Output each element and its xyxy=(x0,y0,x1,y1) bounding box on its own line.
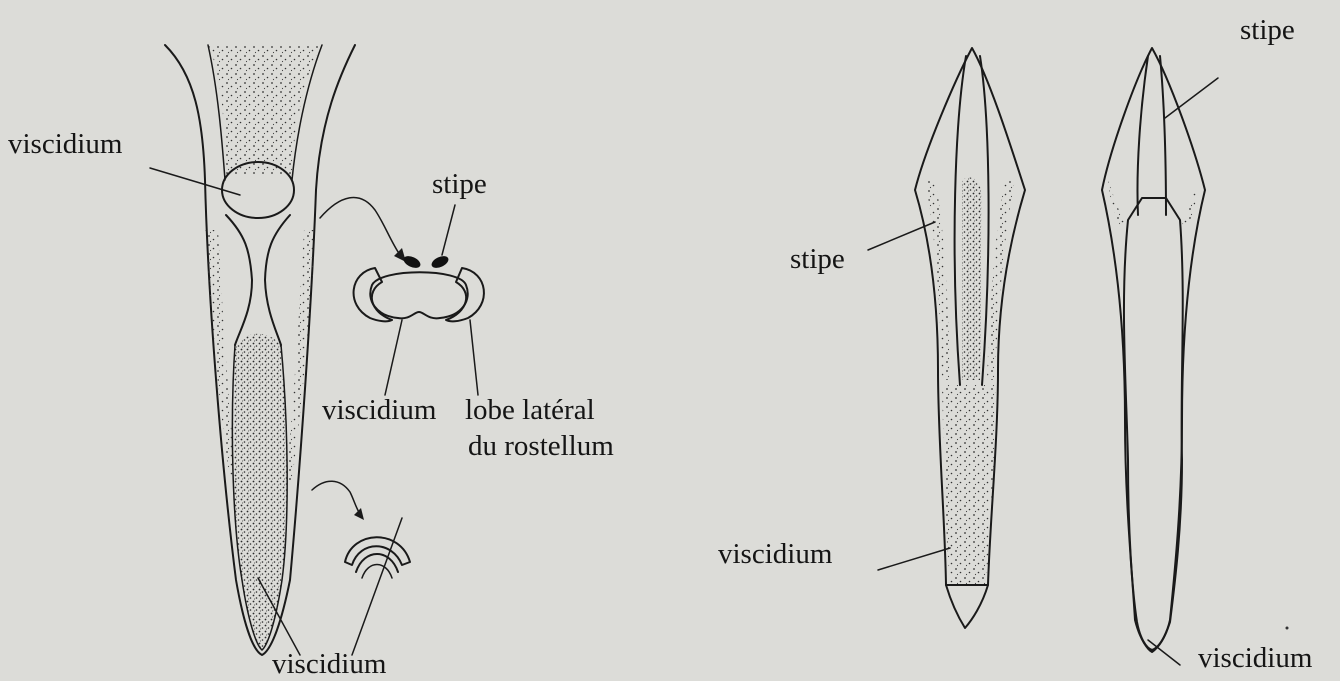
section-viscidium-hatched xyxy=(370,272,467,318)
right-split-right xyxy=(1160,56,1166,215)
label-section-lobe-line1: lobe latéral xyxy=(465,396,595,425)
middle-specimen xyxy=(868,48,1025,628)
leader-section-stipe xyxy=(442,205,455,255)
leader-middle-stipe xyxy=(868,222,935,250)
middle-side-stipple-r xyxy=(987,180,1015,380)
lower-section-arc-inner-2 xyxy=(362,565,392,579)
left-stipe-right xyxy=(265,215,290,345)
leader-left-viscidium-bottom-2 xyxy=(352,518,402,655)
arrowhead-bottom xyxy=(354,508,364,520)
cross-section-lower xyxy=(345,537,410,578)
left-stipe-left xyxy=(226,215,252,345)
leader-middle-viscidium xyxy=(878,548,950,570)
arrow-to-cross-section-top xyxy=(320,198,400,255)
right-outline xyxy=(1102,48,1205,652)
middle-lower-stipple xyxy=(942,385,996,585)
leader-section-viscidium xyxy=(385,320,402,395)
right-side-stipple-r xyxy=(1182,180,1198,225)
label-section-lobe-line2: du rostellum xyxy=(468,432,614,461)
stray-dot xyxy=(1286,627,1289,630)
left-specimen xyxy=(150,45,406,655)
label-right-stipe: stipe xyxy=(1240,16,1295,45)
right-specimen xyxy=(1102,48,1289,665)
right-side-stipple-l xyxy=(1108,180,1126,225)
label-section-viscidium: viscidium xyxy=(322,396,436,425)
lower-section-arc-outer xyxy=(345,537,410,565)
left-upper-stipple xyxy=(208,45,322,175)
label-left-viscidium-top: viscidium xyxy=(8,130,122,159)
right-viscidium-body xyxy=(1124,198,1183,650)
label-section-stipe: stipe xyxy=(432,170,487,199)
section-stipe-right xyxy=(430,254,451,271)
cross-section-upper xyxy=(354,205,484,395)
middle-stipe-core xyxy=(962,178,982,380)
label-left-viscidium-bottom: viscidium xyxy=(272,650,386,679)
label-right-viscidium: viscidium xyxy=(1198,644,1312,673)
leader-right-stipe xyxy=(1165,78,1218,118)
section-stipe-left xyxy=(402,254,423,271)
lower-section-arc-inner xyxy=(356,554,398,572)
right-split-left xyxy=(1137,56,1148,215)
arrow-to-cross-section-bottom xyxy=(312,481,360,514)
label-middle-stipe: stipe xyxy=(790,245,845,274)
leader-section-lobe xyxy=(470,320,478,395)
label-middle-viscidium: viscidium xyxy=(718,540,832,569)
